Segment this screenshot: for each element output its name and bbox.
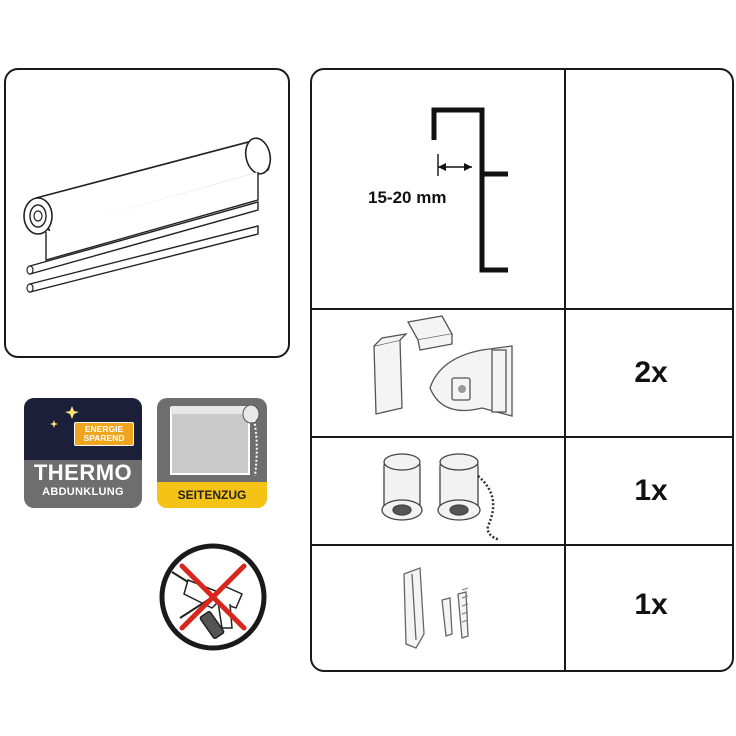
thermo-title: THERMO: [33, 460, 133, 485]
table-row-divider: [312, 544, 732, 546]
seitenzug-label: SEITENZUG: [157, 482, 267, 508]
no-drilling-icon: [159, 543, 267, 651]
abdunklung-subtitle: ABDUNKLUNG: [42, 486, 124, 498]
chain-holder-icon: [403, 567, 469, 649]
energie-sparend-label: ENERGIE SPAREND: [74, 422, 134, 446]
energie-text: ENERGIE: [84, 424, 124, 434]
table-row-divider: [312, 436, 732, 438]
chain-holder-quantity: 1x: [634, 588, 668, 621]
table-row-divider: [312, 308, 732, 310]
bracket-icon: [373, 315, 513, 417]
clamp-profile-icon: [431, 107, 508, 273]
blind-chain-icon: [170, 404, 260, 477]
product-illustration-panel: [4, 68, 290, 358]
end-cap-icon: [381, 453, 501, 542]
sparend-text: SPAREND: [83, 433, 125, 443]
seitenzug-badge: SEITENZUG: [157, 398, 267, 508]
roller-blind-icon: [23, 137, 272, 293]
end-cap-quantity: 1x: [634, 474, 668, 507]
table-column-divider: [564, 70, 566, 670]
clamp-dimension-label: 15-20 mm: [368, 188, 447, 207]
parts-table: 15-20 mm 2x 1x: [310, 68, 734, 672]
thermo-badge: ENERGIE SPAREND THERMO ABDUNKLUNG: [24, 398, 142, 508]
bracket-quantity: 2x: [634, 356, 668, 389]
